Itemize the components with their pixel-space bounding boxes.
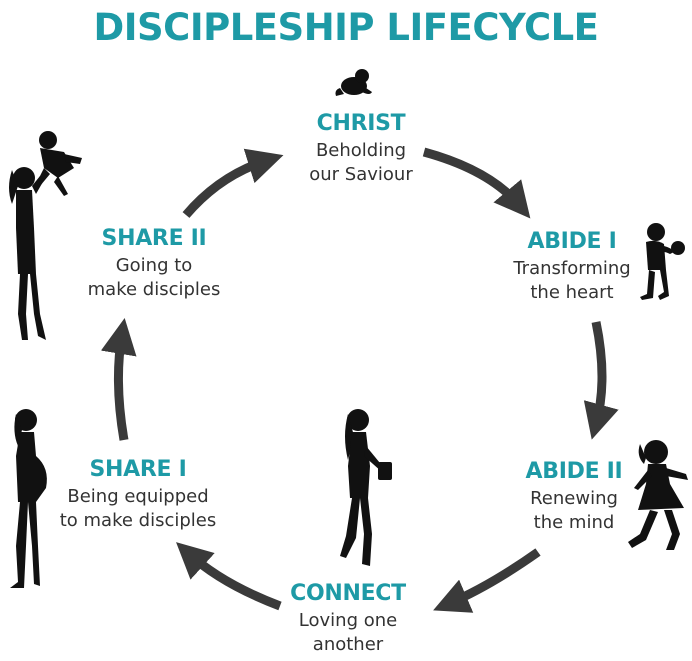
stage-abide-ii: ABIDE II Renewing the mind [464,458,684,534]
mother-lifting-child-silhouette-icon [9,131,82,340]
stage-description-line1: Loving one [298,610,398,631]
stage-name: SHARE I [89,457,187,482]
stage-description-line1: Being equipped [67,486,209,507]
stage-description-line1: Going to [115,255,193,276]
stage-description-line2: the mind [533,512,615,533]
stage-description-line1: Transforming [513,258,631,279]
stage-description-line2: our Saviour [309,164,413,185]
stage-description-line2: another [312,634,384,655]
stage-description-line2: make disciples [87,279,221,300]
stage-description-line2: the heart [530,282,614,303]
girl-running-silhouette-icon [628,440,688,550]
arrow-christ-to-abide-i [422,147,531,219]
toddler-with-ball-silhouette-icon [640,223,685,300]
stage-name: CHRIST [316,111,406,136]
diagram-title: DISCIPLESHIP LIFECYCLE [93,6,599,49]
young-woman-with-book-silhouette-icon [340,409,392,566]
stage-name: ABIDE I [527,229,617,254]
arrow-share-i-to-share-ii [100,318,137,441]
arrow-connect-to-share-i [176,542,282,611]
pregnant-woman-silhouette-icon [10,409,47,588]
stage-name: ABIDE II [525,459,623,484]
stage-connect: CONNECT Loving one another [238,580,458,656]
stage-description-line1: Renewing [530,488,618,509]
stage-name: SHARE II [101,226,207,251]
stage-share-i: SHARE I Being equipped to make disciples [28,456,248,532]
arrow-abide-i-to-abide-ii [583,321,619,440]
stage-share-ii: SHARE II Going to make disciples [44,225,264,301]
arrow-share-ii-to-christ [182,148,284,218]
stage-name: CONNECT [290,581,406,606]
arrow-abide-ii-to-connect [433,548,541,613]
stage-description-line1: Beholding [315,140,407,161]
baby-silhouette-icon [335,69,372,96]
stage-abide-i: ABIDE I Transforming the heart [462,228,682,304]
stage-description-line2: to make disciples [59,510,217,531]
stage-christ: CHRIST Beholding our Saviour [251,110,471,186]
